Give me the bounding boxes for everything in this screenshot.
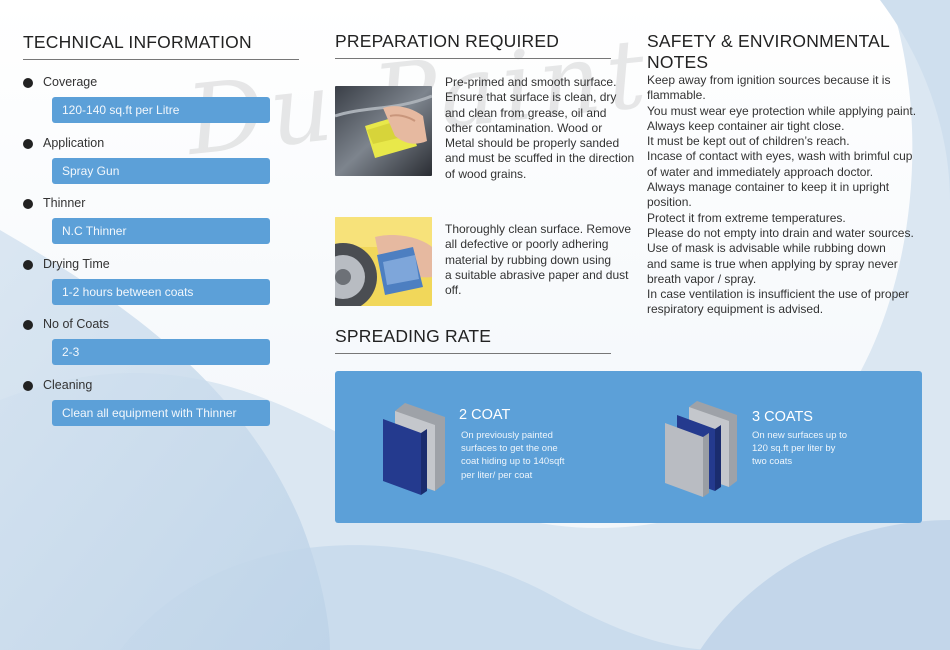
prep-line: Thoroughly clean surface. Remove (445, 222, 632, 236)
tech-item: No of Coats 2-3 (23, 317, 283, 369)
safety-line: In case ventilation is insufficient the … (647, 287, 909, 302)
safety-line: Keep away from ignition sources because … (647, 73, 891, 87)
technical-heading: TECHNICAL INFORMATION (23, 32, 299, 60)
prep-line: Metal should be properly sanded (445, 136, 620, 151)
tech-value: Clean all equipment with Thinner (52, 400, 270, 426)
sponge-hand-photo (335, 86, 432, 176)
preparation-heading: PREPARATION REQUIRED (335, 31, 611, 59)
safety-line: respiratory equipment is advised. (647, 302, 824, 317)
three-coat-desc: On new surfaces up to 120 sq.ft per lite… (752, 429, 902, 469)
tech-value: 120-140 sq.ft per Litre (52, 97, 270, 123)
bullet-icon (23, 78, 33, 88)
safety-line: It must be kept out of children’s reach. (647, 134, 850, 149)
two-coat-title: 2 COAT (459, 407, 511, 423)
prep-line: material by rubbing down using (445, 252, 612, 267)
prep-line: of wood grains. (445, 166, 527, 181)
prep-line: off. (445, 283, 462, 298)
safety-line: Always keep container air tight close. (647, 118, 845, 133)
prep-line: and clean from grease, oil and (445, 105, 607, 120)
safety-line: flammable. (647, 88, 706, 103)
tech-label: No of Coats (43, 317, 110, 332)
rate-line: On new surfaces up to (752, 430, 848, 441)
spreading-rate-panel: 2 COAT On previously painted surfaces to… (335, 371, 922, 523)
rate-line: coat hiding up to 140sqft (461, 456, 565, 468)
safety-line: of water and immediately approach doctor… (647, 164, 874, 179)
rate-line: On previously painted (461, 430, 553, 441)
safety-line: Please do not empty into drain and water… (647, 225, 914, 240)
three-coat-title: 3 COATS (752, 409, 813, 425)
rate-line: 120 sq.ft per liter by (752, 443, 836, 455)
bullet-icon (23, 138, 33, 149)
safety-line: Use of mask is advisable while rubbing d… (647, 241, 886, 256)
cloth-wheel-photo (335, 217, 432, 306)
tech-label: Application (43, 135, 105, 150)
three-layer-icon (665, 401, 737, 497)
tech-value: 2-3 (52, 339, 270, 366)
bullet-icon (23, 259, 33, 270)
spreading-heading: SPREADING RATE (335, 326, 611, 354)
two-layer-icon (383, 403, 445, 495)
bullet-icon (23, 381, 33, 391)
tech-label: Drying Time (43, 256, 110, 271)
tech-label: Coverage (43, 75, 98, 89)
tech-item: Coverage 120-140 sq.ft per Litre (23, 75, 283, 127)
safety-line: Always manage container to keep it in up… (647, 180, 890, 195)
safety-line: breath vapor / spray. (647, 271, 757, 286)
tech-value: N.C Thinner (52, 218, 270, 245)
bullet-icon (23, 320, 33, 331)
tech-item: Drying Time 1-2 hours between coats (23, 257, 283, 309)
prep-step-1-text: Pre-primed and smooth surface. Ensure th… (445, 75, 645, 182)
prep-step-2-text: Thoroughly clean surface. Remove all def… (445, 222, 645, 298)
prep-line: a suitable abrasive paper and dust (445, 267, 629, 282)
prep-line: all defective or poorly adhering (445, 237, 609, 252)
rate-line: per liter/ per coat (461, 469, 533, 481)
safety-line: Protect it from extreme temperatures. (647, 210, 846, 225)
bullet-icon (23, 199, 33, 210)
safety-notes: Keep away from ignition sources because … (647, 73, 937, 318)
tech-label: Cleaning (43, 378, 93, 392)
tech-value: 1-2 hours between coats (52, 278, 270, 305)
safety-heading: SAFETY & ENVIRONMENTAL NOTES (647, 31, 890, 72)
prep-line: and must be scuffed in the direction (445, 151, 635, 166)
rate-line: two coats (752, 456, 793, 468)
prep-line: other contamination. Wood or (445, 120, 603, 135)
safety-line: Incase of contact with eyes, wash with b… (647, 149, 913, 164)
prep-line: Ensure that surface is clean, dry (445, 90, 617, 105)
rate-line: surfaces to get the one (461, 443, 558, 455)
two-coat-desc: On previously painted surfaces to get th… (461, 429, 611, 482)
tech-value: Spray Gun (52, 157, 270, 184)
safety-line: position. (647, 195, 692, 210)
prep-line: Pre-primed and smooth surface. (445, 75, 617, 89)
tech-label: Thinner (43, 196, 86, 211)
safety-line: and same is true when applying by spray … (647, 256, 898, 271)
safety-line: You must wear eye protection while apply… (647, 103, 917, 118)
